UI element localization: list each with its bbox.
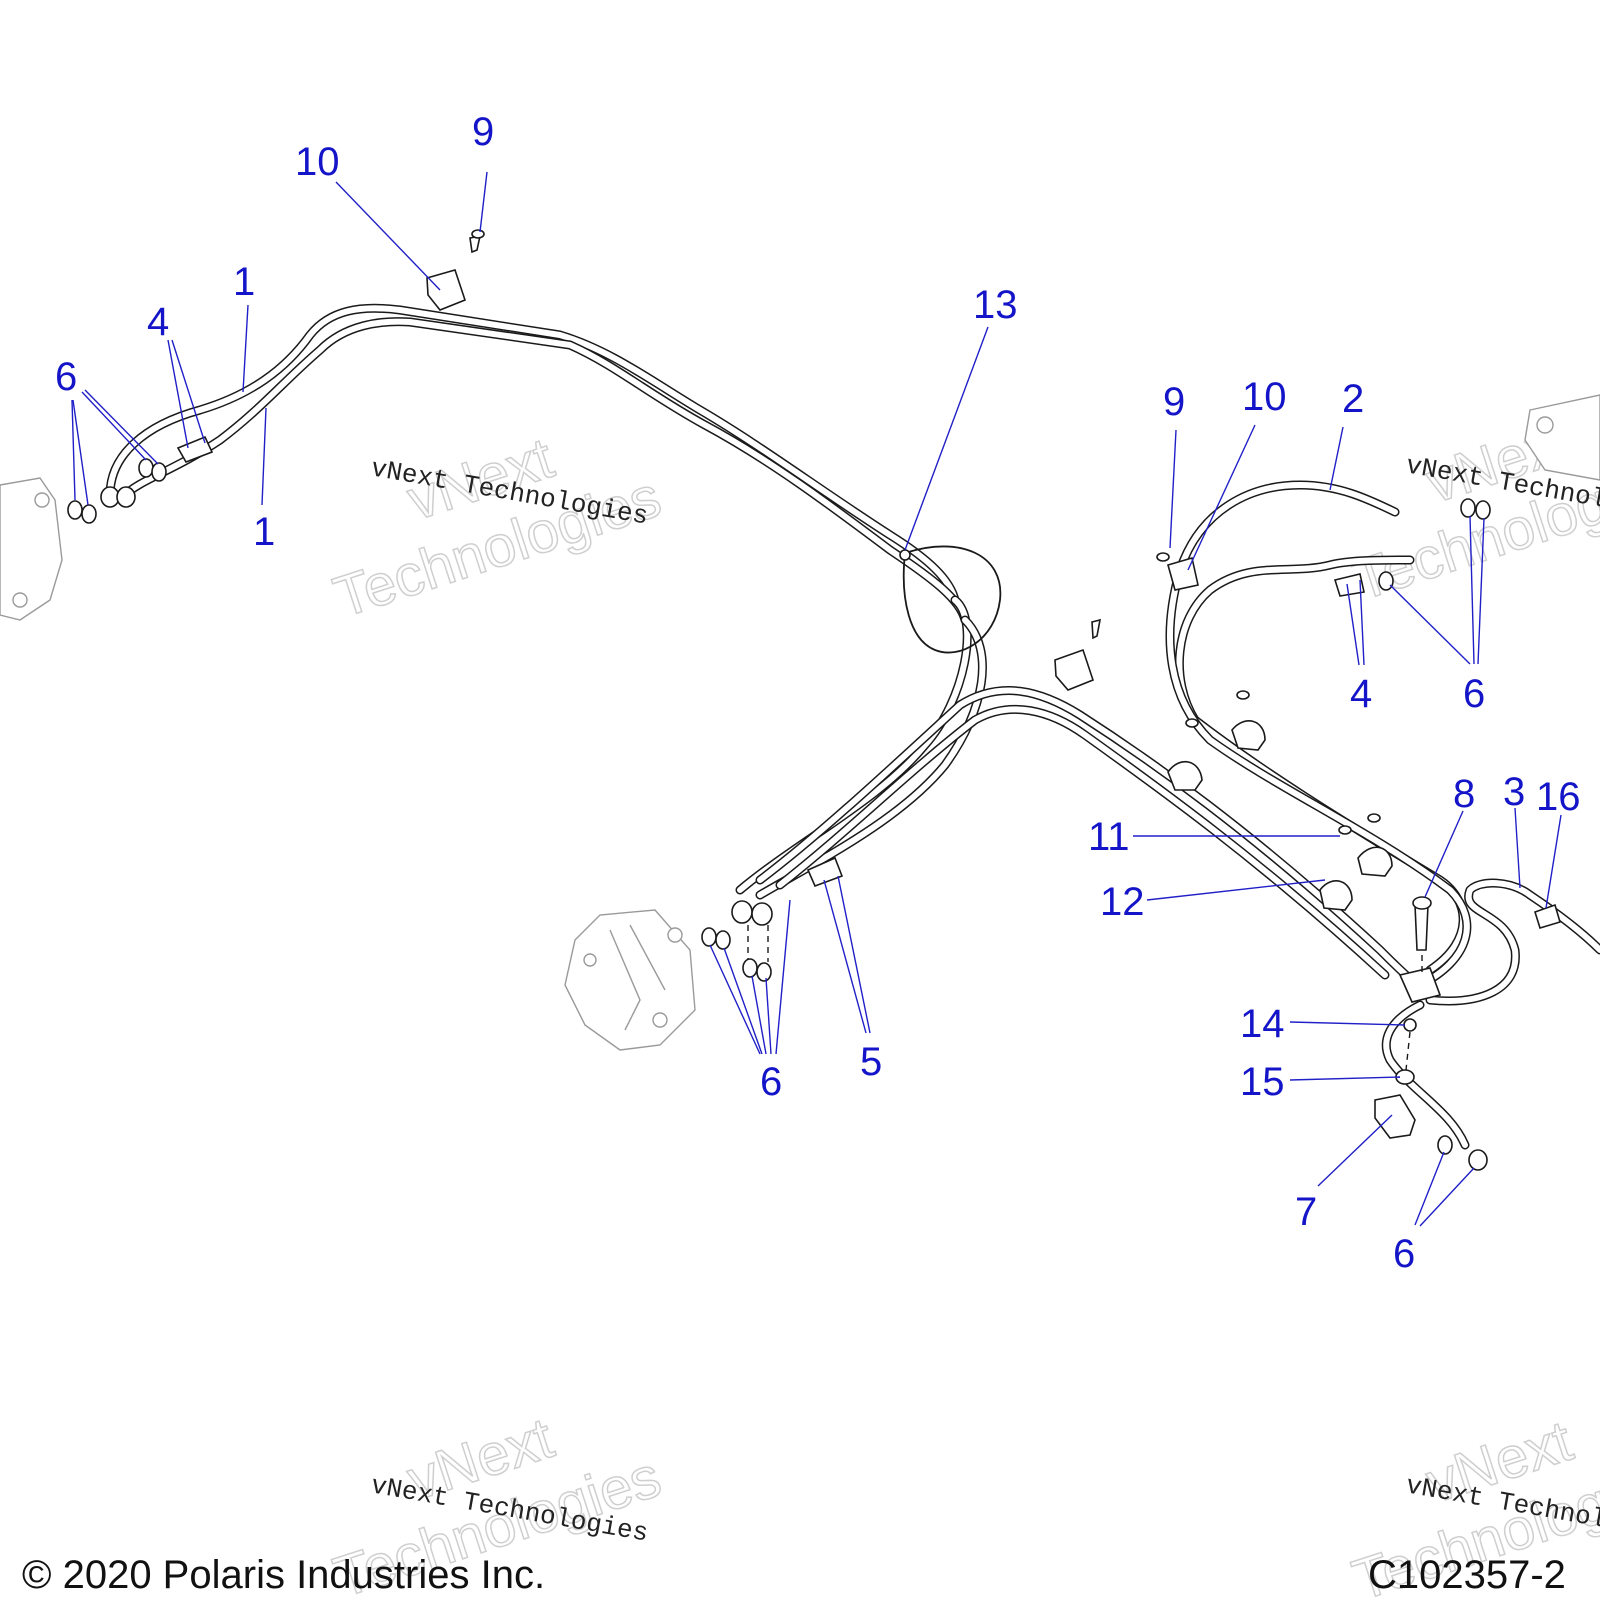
callout-15: 15 xyxy=(1240,1060,1285,1104)
callout-10-top: 10 xyxy=(295,140,340,184)
callout-4-right: 4 xyxy=(1350,672,1372,716)
callout-8: 8 xyxy=(1453,772,1475,816)
right-front-caliper xyxy=(564,909,696,1051)
callout-3: 3 xyxy=(1503,770,1525,814)
callout-12: 12 xyxy=(1100,880,1145,924)
callout-4-left: 4 xyxy=(147,300,169,344)
callout-6-bottom: 6 xyxy=(1393,1232,1415,1276)
callout-10-right: 10 xyxy=(1242,375,1287,419)
fittings xyxy=(67,229,1561,1171)
callout-labels: 10 9 1 1 4 6 13 9 10 2 4 6 8 3 16 11 12 … xyxy=(55,110,1581,1276)
callout-7: 7 xyxy=(1295,1190,1317,1234)
callout-5: 5 xyxy=(860,1040,882,1084)
callout-16: 16 xyxy=(1536,775,1581,819)
rear-caliper-partial xyxy=(1524,394,1600,481)
callout-1-lower: 1 xyxy=(253,510,275,554)
callout-9-right: 9 xyxy=(1163,380,1185,424)
callout-6-front: 6 xyxy=(760,1060,782,1104)
brake-lines xyxy=(105,303,1600,1150)
drawing-id: C102357-2 xyxy=(1368,1553,1566,1597)
callout-13: 13 xyxy=(973,283,1018,327)
left-front-caliper xyxy=(0,477,63,621)
callout-9-top: 9 xyxy=(472,110,494,154)
copyright-text: © 2020 Polaris Industries Inc. xyxy=(22,1553,545,1597)
leader-lines xyxy=(71,171,1562,1227)
callout-2: 2 xyxy=(1342,377,1364,421)
callout-6-left: 6 xyxy=(55,355,77,399)
callout-11: 11 xyxy=(1088,815,1130,859)
callout-14: 14 xyxy=(1240,1002,1285,1046)
callout-6-rear: 6 xyxy=(1463,672,1485,716)
callout-1-upper: 1 xyxy=(233,260,255,304)
